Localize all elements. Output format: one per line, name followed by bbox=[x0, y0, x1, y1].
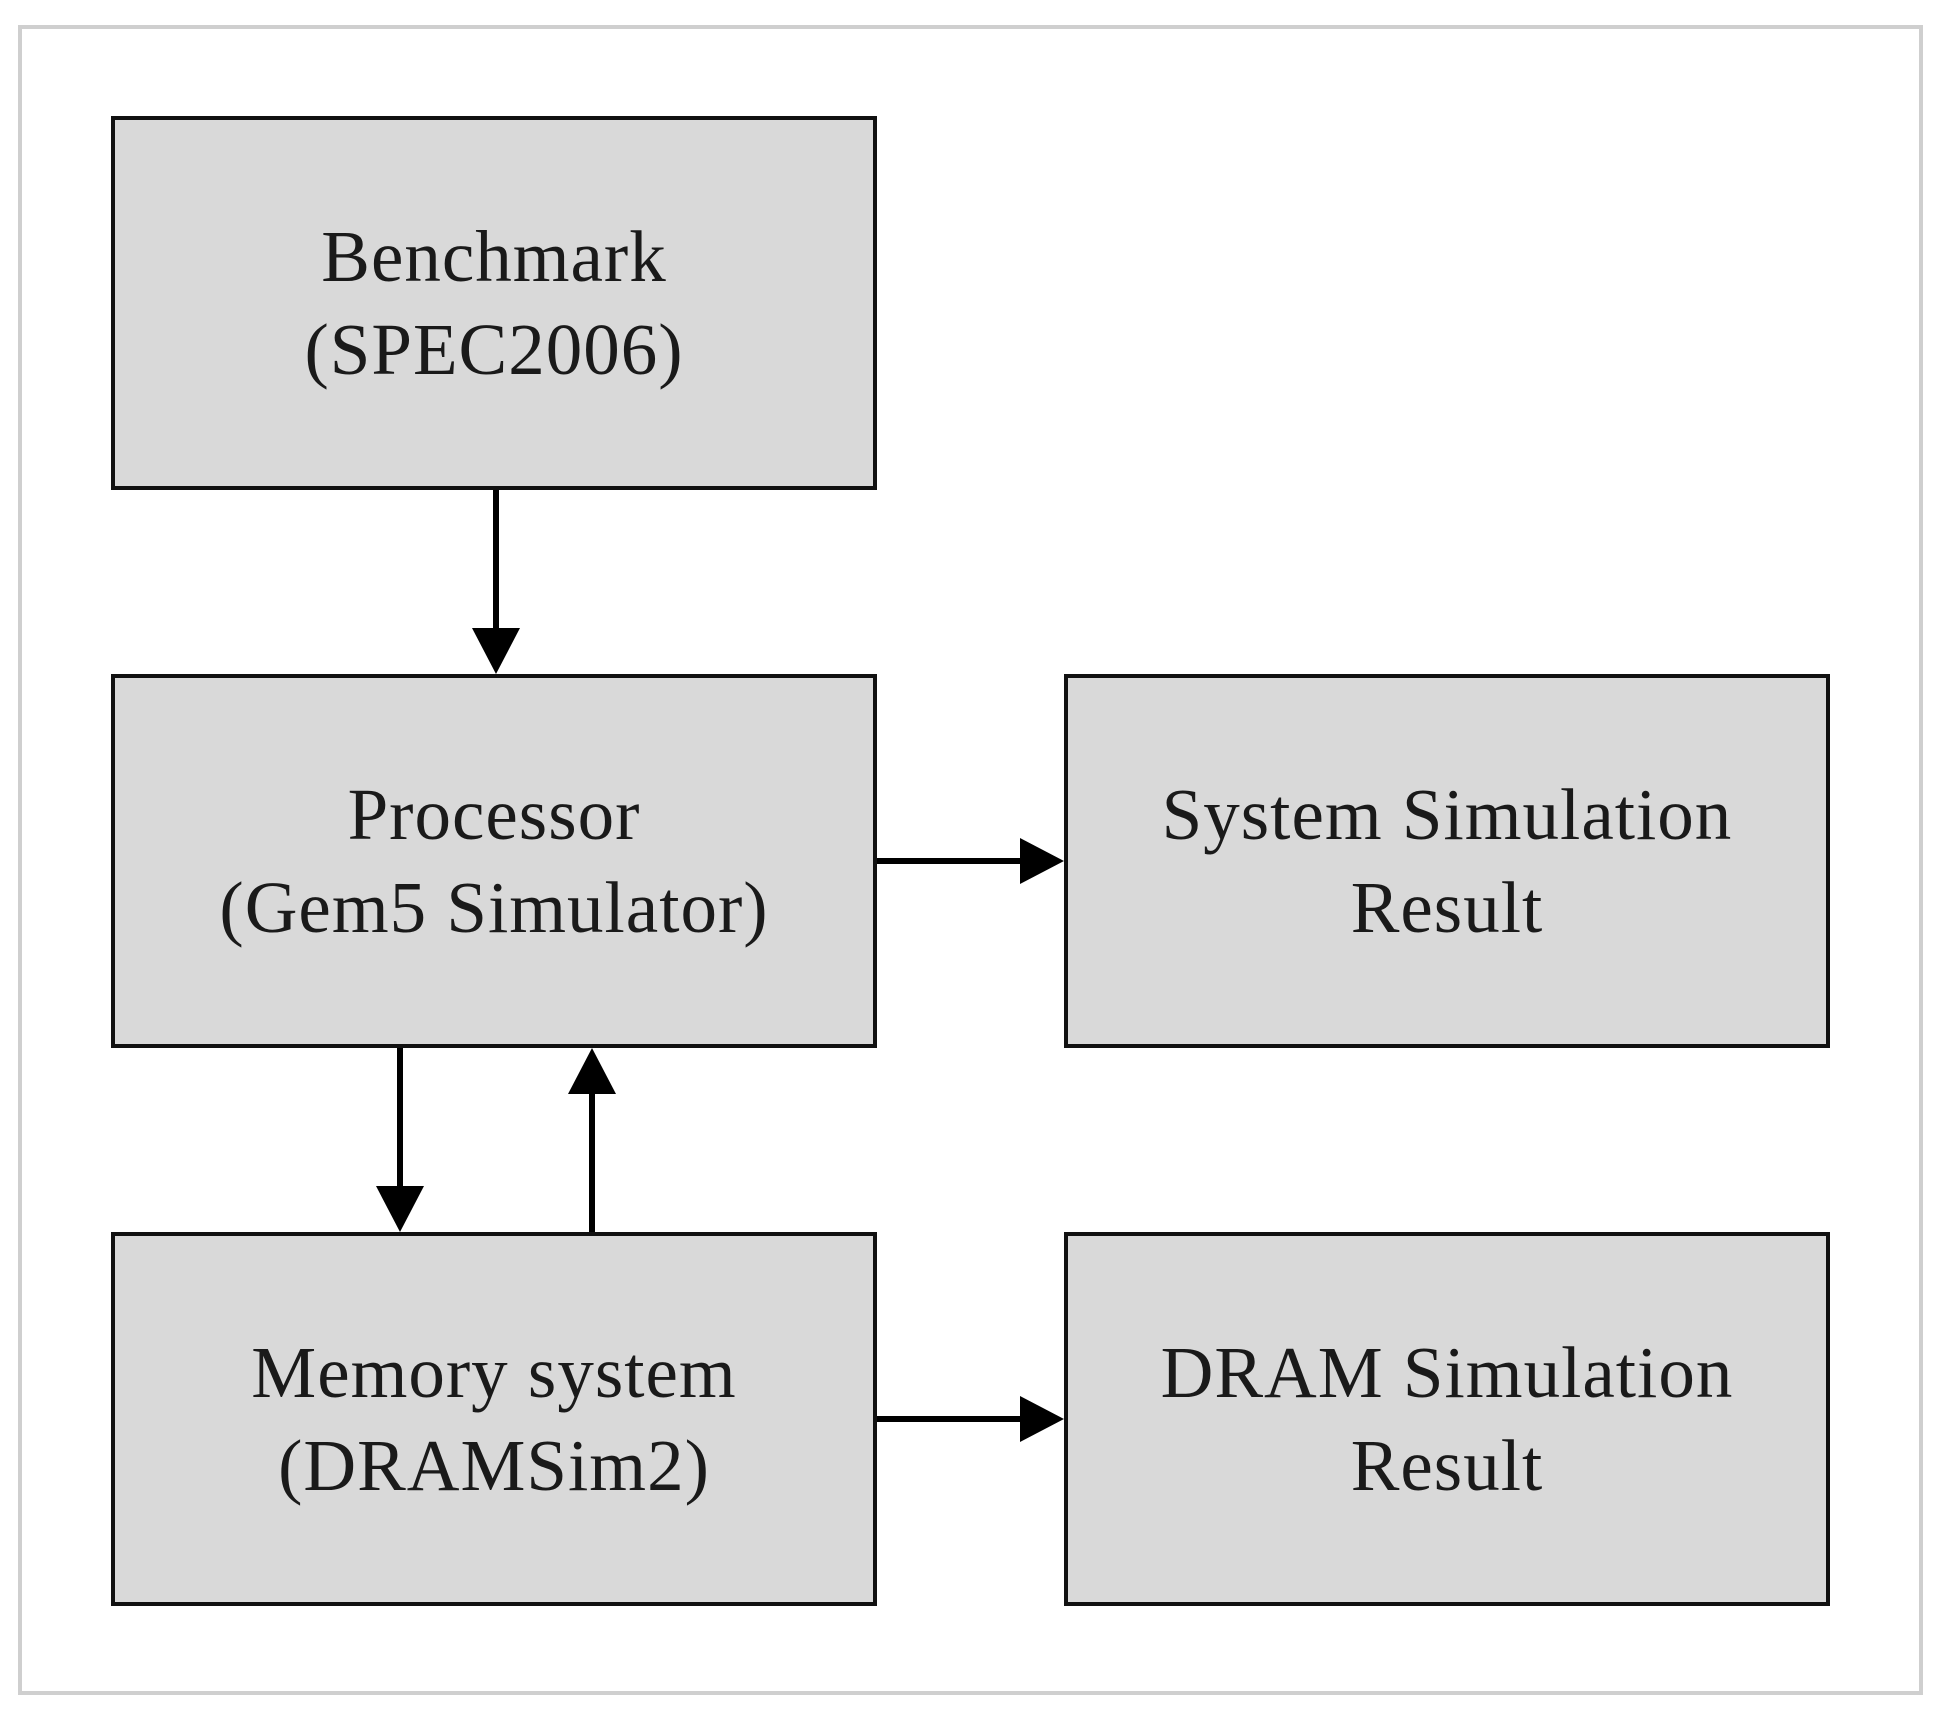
system-simulation-result-title: System Simulation bbox=[1161, 774, 1733, 855]
system-simulation-result-box: System Simulation Result bbox=[1064, 674, 1830, 1048]
benchmark-box: Benchmark (SPEC2006) bbox=[111, 116, 877, 490]
memory-system-subtitle: (DRAMSim2) bbox=[278, 1425, 710, 1506]
memory-system-box: Memory system (DRAMSim2) bbox=[111, 1232, 877, 1606]
system-simulation-result-subtitle: Result bbox=[1350, 867, 1544, 948]
benchmark-subtitle: (SPEC2006) bbox=[304, 309, 684, 390]
processor-title: Processor bbox=[347, 774, 641, 855]
processor-box: Processor (Gem5 Simulator) bbox=[111, 674, 877, 1048]
dram-simulation-result-title: DRAM Simulation bbox=[1160, 1332, 1734, 1413]
dram-simulation-result-subtitle: Result bbox=[1350, 1425, 1544, 1506]
dram-simulation-result-box: DRAM Simulation Result bbox=[1064, 1232, 1830, 1606]
processor-subtitle: (Gem5 Simulator) bbox=[219, 867, 769, 948]
benchmark-title: Benchmark bbox=[321, 216, 667, 297]
memory-system-title: Memory system bbox=[251, 1332, 737, 1413]
